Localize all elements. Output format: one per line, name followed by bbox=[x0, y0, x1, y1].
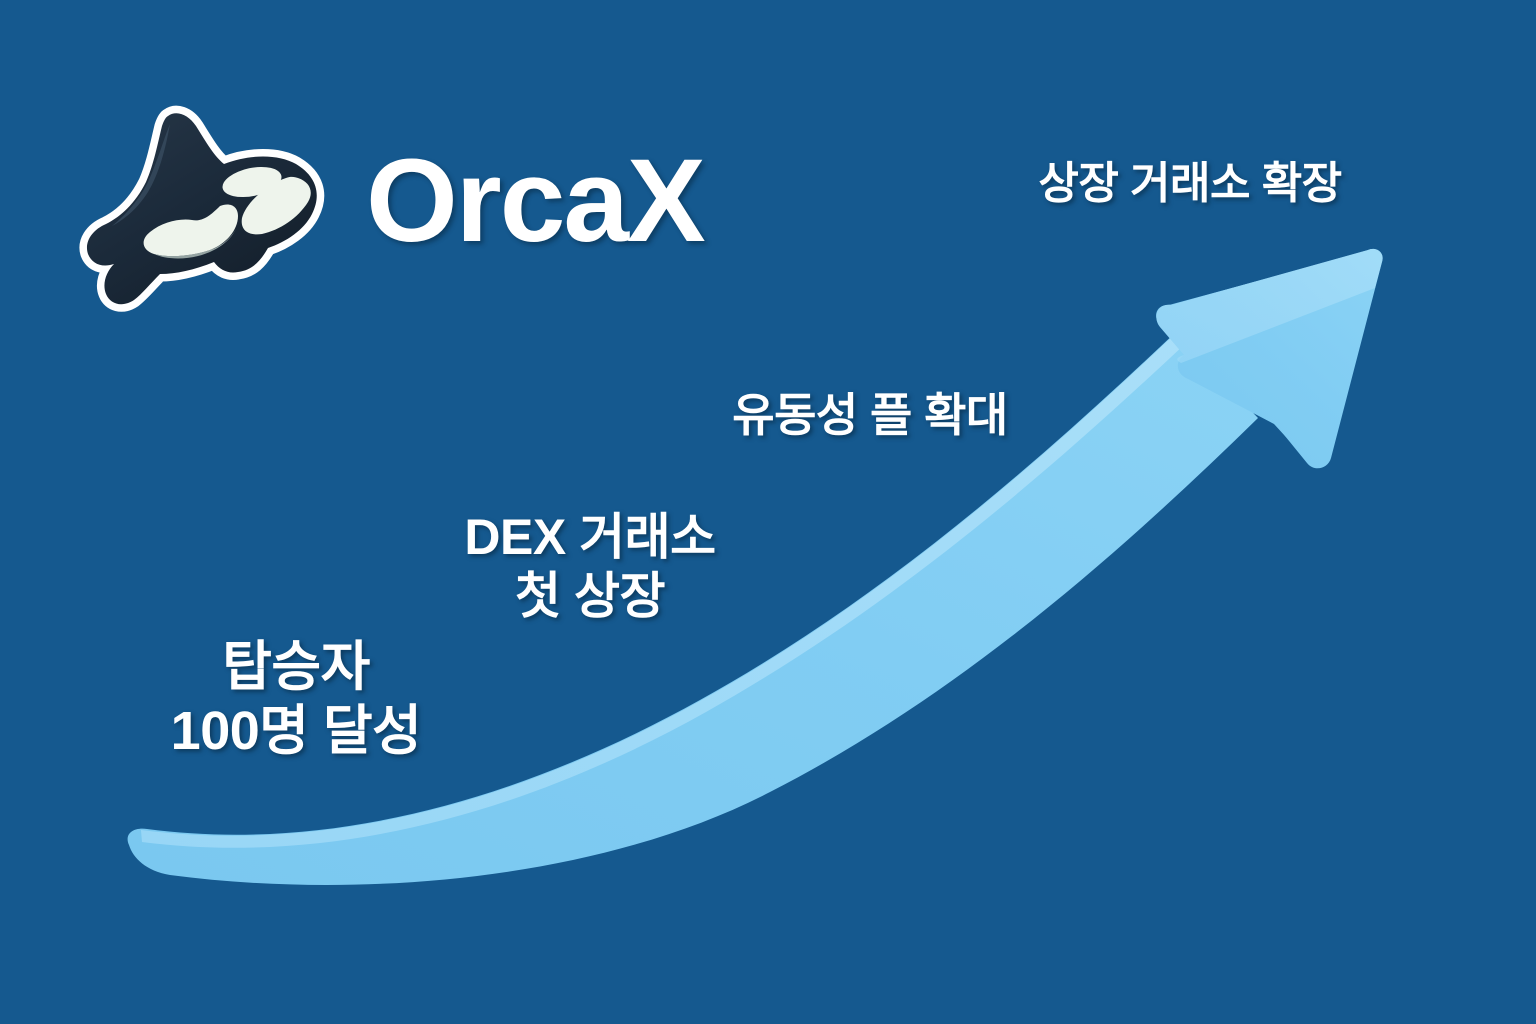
milestone-label-riders-100: 탑승자 100명 달성 bbox=[170, 637, 422, 761]
milestone-label-liquidity-pool-expansion: 유동성 플 확대 bbox=[732, 389, 1008, 441]
milestone-label-dex-first-listing: DEX 거래소 첫 상장 bbox=[464, 509, 716, 624]
orca-whale-icon bbox=[79, 105, 325, 312]
brand-lockup: OrcaX bbox=[72, 98, 706, 316]
milestone-label-exchange-listing-expansion: 상장 거래소 확장 bbox=[1038, 159, 1342, 208]
brand-wordmark: OrcaX bbox=[366, 135, 706, 267]
